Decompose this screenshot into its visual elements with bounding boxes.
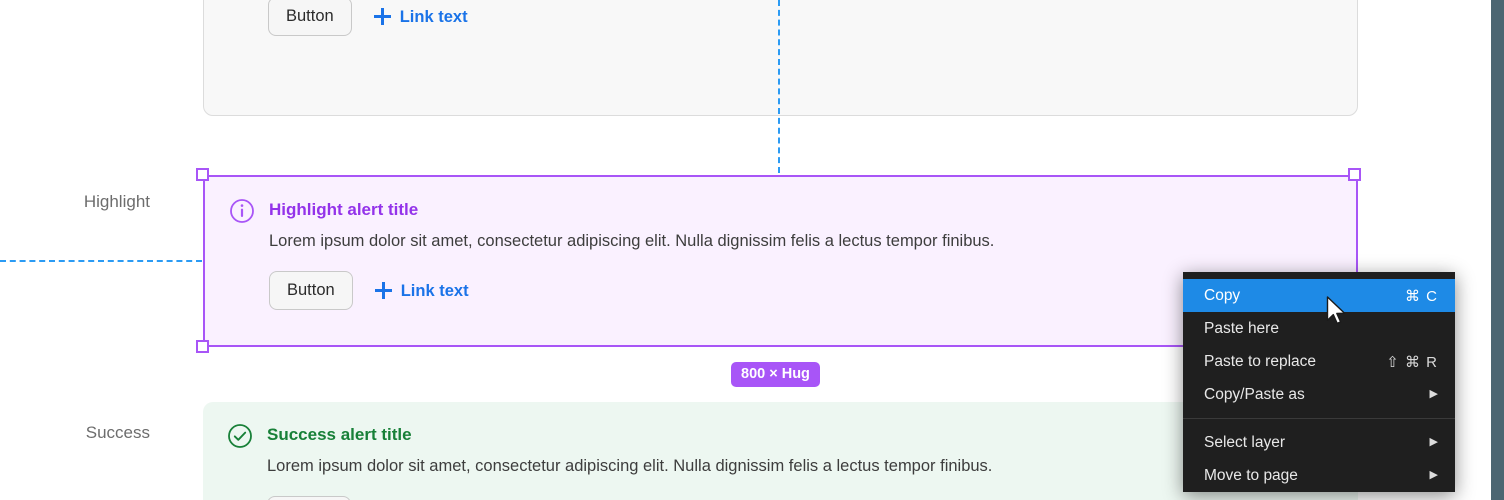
alert-card-highlight[interactable]: Highlight alert title Lorem ipsum dolor … bbox=[203, 175, 1358, 347]
submenu-arrow-icon: ▶ bbox=[1429, 436, 1438, 448]
context-menu-item-paste-to-replace[interactable]: Paste to replace ⇧ ⌘ R bbox=[1183, 345, 1455, 378]
alert-description: Lorem ipsum dolor sit amet, consectetur … bbox=[267, 457, 993, 475]
context-menu-item-label: Move to page bbox=[1204, 466, 1298, 484]
selection-handle-bottom-left[interactable] bbox=[196, 340, 209, 353]
selection-size-badge: 800 × Hug bbox=[731, 362, 820, 387]
alert-actions: Button Link text bbox=[269, 271, 1332, 310]
alert-title: Success alert title bbox=[267, 425, 412, 444]
submenu-arrow-icon: ▶ bbox=[1429, 469, 1438, 481]
alert-body: Success alert title Lorem ipsum dolor si… bbox=[267, 422, 1334, 500]
context-menu-item-select-layer[interactable]: Select layer ▶ bbox=[1183, 426, 1455, 459]
row-label-success: Success bbox=[85, 423, 150, 442]
alert-button[interactable]: Button bbox=[267, 496, 351, 500]
context-menu-item-label: Paste here bbox=[1204, 319, 1279, 337]
alert-link-label: Link text bbox=[399, 7, 468, 26]
alert-body: Highlight alert title Lorem ipsum dolor … bbox=[269, 197, 1332, 310]
row-label-highlight: Highlight bbox=[83, 192, 150, 211]
context-menu-separator bbox=[1183, 418, 1455, 419]
alert-link[interactable]: Link text bbox=[373, 7, 468, 27]
plus-icon bbox=[373, 8, 391, 25]
alert-link[interactable]: Link text bbox=[374, 281, 469, 301]
context-menu-item-copy-paste-as[interactable]: Copy/Paste as ▶ bbox=[1183, 378, 1455, 411]
alert-description: Lorem ipsum dolor sit amet, consectetur … bbox=[269, 232, 995, 250]
alert-row: Lorem ipsum dolor sit amet, consectetur … bbox=[228, 0, 1333, 36]
submenu-arrow-icon: ▶ bbox=[1429, 388, 1438, 400]
context-menu-item-label: Select layer bbox=[1204, 433, 1285, 451]
context-menu-item-label: Copy bbox=[1204, 286, 1241, 304]
context-menu-item-copy[interactable]: Copy ⌘ C bbox=[1183, 279, 1455, 312]
info-circle-icon bbox=[229, 198, 255, 224]
context-menu-item-move-to-page[interactable]: Move to page ▶ bbox=[1183, 459, 1455, 492]
context-menu-item-label: Copy/Paste as bbox=[1204, 385, 1305, 403]
alert-body: Lorem ipsum dolor sit amet, consectetur … bbox=[268, 0, 1333, 36]
alert-actions: Button Link text bbox=[268, 0, 1333, 36]
selection-handle-top-right[interactable] bbox=[1348, 168, 1361, 181]
context-menu-item-shortcut: ⇧ ⌘ R bbox=[1386, 353, 1438, 371]
alert-button[interactable]: Button bbox=[269, 271, 353, 310]
alert-link-label: Link text bbox=[400, 281, 469, 300]
alert-button[interactable]: Button bbox=[268, 0, 352, 36]
context-menu-item-shortcut: ⌘ C bbox=[1405, 287, 1438, 305]
check-circle-icon bbox=[227, 423, 253, 449]
alert-card-success[interactable]: Success alert title Lorem ipsum dolor si… bbox=[203, 402, 1358, 500]
alert-actions: Button Link text bbox=[267, 496, 1334, 500]
alert-title: Highlight alert title bbox=[269, 200, 419, 219]
context-menu[interactable]: Copy ⌘ C Paste here Paste to replace ⇧ ⌘… bbox=[1183, 272, 1455, 492]
vertical-guide-line bbox=[778, 0, 780, 173]
plus-icon bbox=[374, 282, 392, 299]
alert-row: Highlight alert title Lorem ipsum dolor … bbox=[229, 197, 1332, 310]
alert-card-neutral[interactable]: Lorem ipsum dolor sit amet, consectetur … bbox=[203, 0, 1358, 116]
selection-handle-top-left[interactable] bbox=[196, 168, 209, 181]
horizontal-guide-line bbox=[0, 260, 202, 262]
alert-row: Success alert title Lorem ipsum dolor si… bbox=[227, 422, 1334, 500]
right-edge-strip bbox=[1491, 0, 1504, 500]
context-menu-item-paste-here[interactable]: Paste here bbox=[1183, 312, 1455, 345]
context-menu-item-label: Paste to replace bbox=[1204, 352, 1317, 370]
